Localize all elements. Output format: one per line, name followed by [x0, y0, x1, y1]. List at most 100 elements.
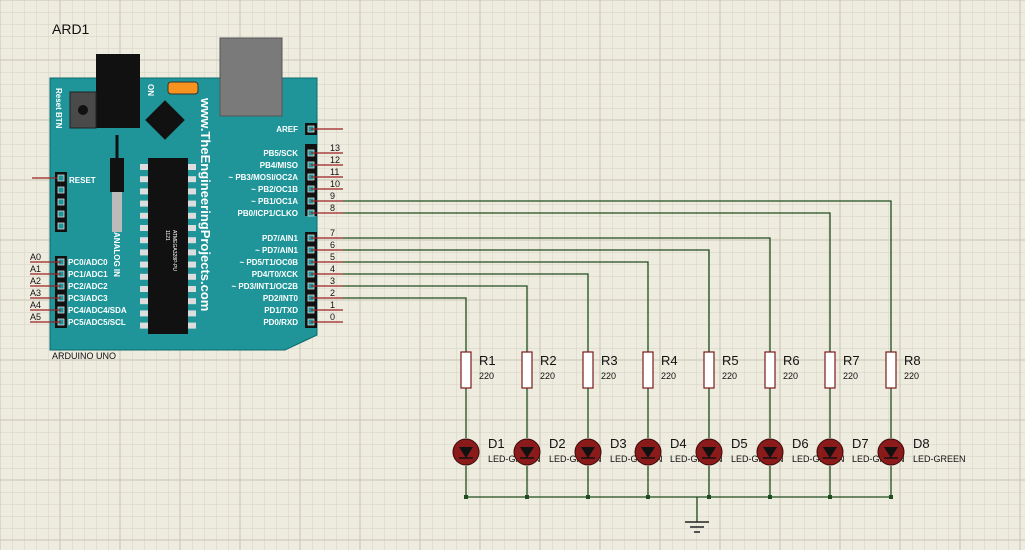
resistor-r5[interactable]	[703, 351, 715, 389]
on-led	[167, 81, 199, 95]
digital-pin-number: 2	[330, 288, 335, 298]
chip-pin-right	[188, 164, 196, 170]
digital-pin-label: ~ PB3/MOSI/OC2A	[228, 173, 298, 182]
diode-triangle-icon	[581, 447, 595, 458]
digital-pin-label: PD1/TXD	[264, 306, 298, 315]
digital-pin-number: 3	[330, 276, 335, 286]
usb-connector	[219, 37, 283, 117]
digital-pin-label: PB5/SCK	[263, 149, 298, 158]
resistor-ref: R4	[661, 353, 678, 368]
chip-pin-right	[188, 286, 196, 292]
signal-wire[interactable]	[343, 285, 528, 352]
digital-pin-label: ~ PD5/T1/OC0B	[240, 258, 299, 267]
signal-wire[interactable]	[343, 237, 771, 352]
chip-pin-right	[188, 261, 196, 268]
signal-wire[interactable]	[343, 273, 589, 352]
digital-pin-label: PD0/RXD	[263, 318, 298, 327]
parts-layer: R1220D1LED-GREENR2220D2LED-GREENR3220D3L…	[452, 351, 966, 466]
chip-pin-left	[140, 237, 148, 244]
chip-pin-right	[188, 298, 196, 305]
diode-triangle-icon	[763, 447, 777, 458]
digital-pin-number: 12	[330, 155, 340, 165]
resistor-ref: R2	[540, 353, 557, 368]
signal-wire[interactable]	[343, 261, 649, 352]
resistor-r6[interactable]	[764, 351, 776, 389]
chip-model: ATMEGA328P-PU	[171, 230, 177, 271]
signal-wire[interactable]	[343, 200, 892, 352]
website-label: www.TheEngineeringProjects.com	[198, 97, 213, 311]
chip-pin-left	[140, 212, 148, 219]
analog-pin-label: PC5/ADC5/SCL	[68, 318, 126, 327]
header-hole	[57, 210, 65, 218]
led-type: LED-GREEN	[610, 454, 663, 464]
analog-pin-label: PC0/ADC0	[68, 258, 108, 267]
led-ref: D5	[731, 436, 748, 451]
resistor-r2[interactable]	[521, 351, 533, 389]
diode-triangle-icon	[641, 447, 655, 458]
resistor-value: 220	[722, 371, 737, 381]
led-ref: D2	[549, 436, 566, 451]
digital-pin-number: 6	[330, 240, 335, 250]
digital-pin-number: 10	[330, 179, 340, 189]
pins-layer: A0PC0/ADC0A1PC1/ADC1A2PC2/ADC2A3PC3/ADC3…	[30, 125, 343, 327]
resistor-ref: R7	[843, 353, 860, 368]
header-hole	[57, 186, 65, 194]
chip-pin-right	[188, 273, 196, 280]
digital-pin-number: 1	[330, 300, 335, 310]
chip-pin-right	[188, 212, 196, 219]
resistor-r3[interactable]	[582, 351, 594, 389]
resistor-r8[interactable]	[885, 351, 897, 389]
analog-pin-number: A1	[30, 264, 41, 274]
digital-pin-label: ~ PD3/INT1/OC2B	[232, 282, 299, 291]
resistor-ref: R5	[722, 353, 739, 368]
reset-pin-label: RESET	[69, 176, 96, 185]
power-jack	[96, 54, 140, 128]
analog-pin-label: PC4/ADC4/SDA	[68, 306, 127, 315]
resistor-r7[interactable]	[824, 351, 836, 389]
digital-pin-number: 0	[330, 312, 335, 322]
resistor-ref: R1	[479, 353, 496, 368]
analog-pin-number: A3	[30, 288, 41, 298]
digital-pin-number: 7	[330, 228, 335, 238]
led-type: LED-GREEN	[670, 454, 723, 464]
component-id: ARD1	[52, 21, 90, 37]
analog-pin-number: A2	[30, 276, 41, 286]
diode-triangle-icon	[884, 447, 898, 458]
resistor-value: 220	[904, 371, 919, 381]
resistor-value: 220	[843, 371, 858, 381]
chip-pin-left	[140, 225, 148, 231]
led-type: LED-GREEN	[731, 454, 784, 464]
led-type: LED-GREEN	[549, 454, 602, 464]
diode-body	[112, 192, 122, 232]
analog-pin-number: A5	[30, 312, 41, 322]
digital-pin-label: ~ PD7/AIN1	[255, 246, 298, 255]
resistor-r1[interactable]	[460, 351, 472, 389]
diode-triangle-icon	[459, 447, 473, 458]
chip-pin-right	[188, 249, 196, 256]
resistor-r4[interactable]	[642, 351, 654, 389]
chip-pin-left	[140, 322, 148, 329]
chip-pin-left	[140, 164, 148, 170]
digital-pin-number: 4	[330, 264, 335, 274]
signal-wire[interactable]	[343, 249, 710, 352]
chip-pin-left	[140, 286, 148, 292]
chip-pin-left	[140, 310, 148, 317]
header-hole	[57, 198, 65, 206]
on-label: ON	[146, 84, 155, 96]
led-ref: D8	[913, 436, 930, 451]
board-name: ARDUINO UNO	[52, 351, 116, 361]
signal-wire[interactable]	[343, 212, 831, 352]
digital-pin-label: AREF	[276, 125, 298, 134]
chip-pin-left	[140, 176, 148, 183]
header-hole	[57, 222, 65, 230]
resistor-ref: R3	[601, 353, 618, 368]
signal-wire[interactable]	[343, 297, 467, 352]
chip-pin-right	[188, 200, 196, 207]
led-type: LED-GREEN	[488, 454, 541, 464]
arduino-board[interactable]	[49, 37, 318, 351]
diode	[110, 158, 124, 192]
led-type: LED-GREEN	[913, 454, 966, 464]
digital-pin-label: PB0/ICP1/CLKO	[238, 209, 298, 218]
header-hole	[57, 174, 65, 182]
